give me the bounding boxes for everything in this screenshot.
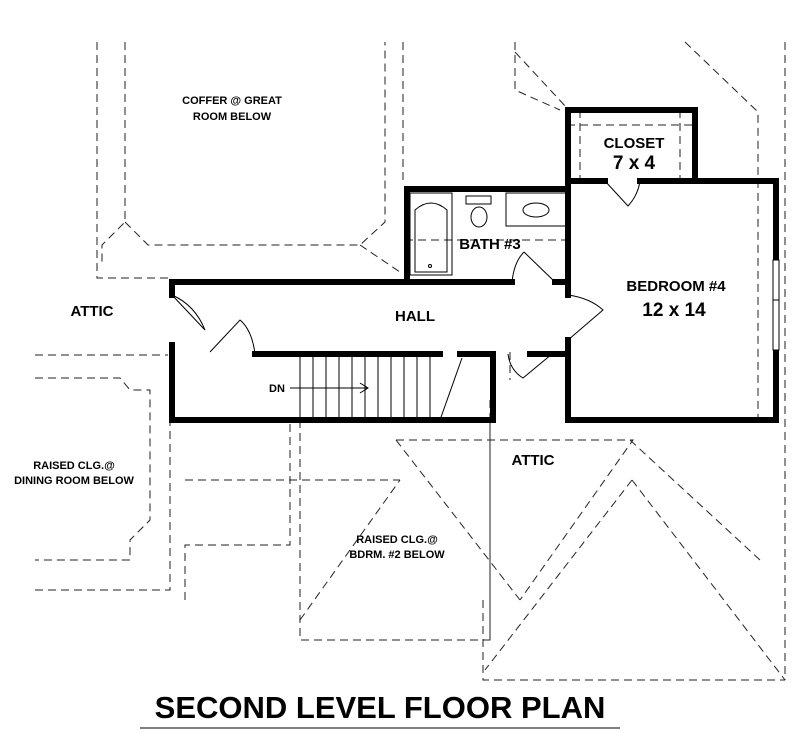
- raised-bdrm-label-1: RAISED CLG.@: [356, 534, 438, 546]
- raised-dining-label-1: RAISED CLG.@: [33, 460, 115, 472]
- coffer-label-2: ROOM BELOW: [193, 111, 272, 123]
- sink-icon: [522, 202, 550, 218]
- bedroom-size: 12 x 14: [642, 300, 706, 321]
- raised-dining-label-2: DINING ROOM BELOW: [14, 475, 134, 487]
- toilet-tank-icon: [465, 195, 492, 205]
- stairs-dn-label: DN: [269, 383, 285, 395]
- linen-door: [507, 353, 553, 379]
- bathtub-icon: [414, 202, 448, 273]
- attic-left-label: ATTIC: [70, 303, 113, 320]
- walls: [169, 107, 779, 423]
- hall-label: HALL: [395, 308, 435, 325]
- closet-size: 7 x 4: [613, 153, 656, 174]
- hall-door-lower: [209, 319, 256, 355]
- closet-label: CLOSET: [604, 135, 665, 152]
- bath-fixtures: [409, 192, 567, 276]
- bedroom-window: [772, 259, 780, 351]
- coffer-label-1: COFFER @ GREAT: [182, 95, 282, 107]
- bath-label: BATH #3: [459, 236, 520, 253]
- dashed-roof-lines: [35, 41, 786, 681]
- bedroom-door: [567, 294, 604, 341]
- attic-door-left: [171, 294, 206, 331]
- bath-door: [511, 251, 556, 283]
- raised-bdrm-label-2: BDRM. #2 BELOW: [349, 549, 445, 561]
- plan-title: SECOND LEVEL FLOOR PLAN: [155, 690, 606, 725]
- stair-arrow-icon: [290, 382, 369, 394]
- bedroom-label: BEDROOM #4: [626, 278, 726, 295]
- attic-bottom-label: ATTIC: [511, 452, 554, 469]
- stairs: [290, 357, 431, 418]
- doors: [171, 180, 641, 421]
- closet-door: [604, 180, 641, 207]
- toilet-icon: [470, 206, 488, 228]
- stair-door: [439, 357, 463, 421]
- vanity: [505, 192, 567, 227]
